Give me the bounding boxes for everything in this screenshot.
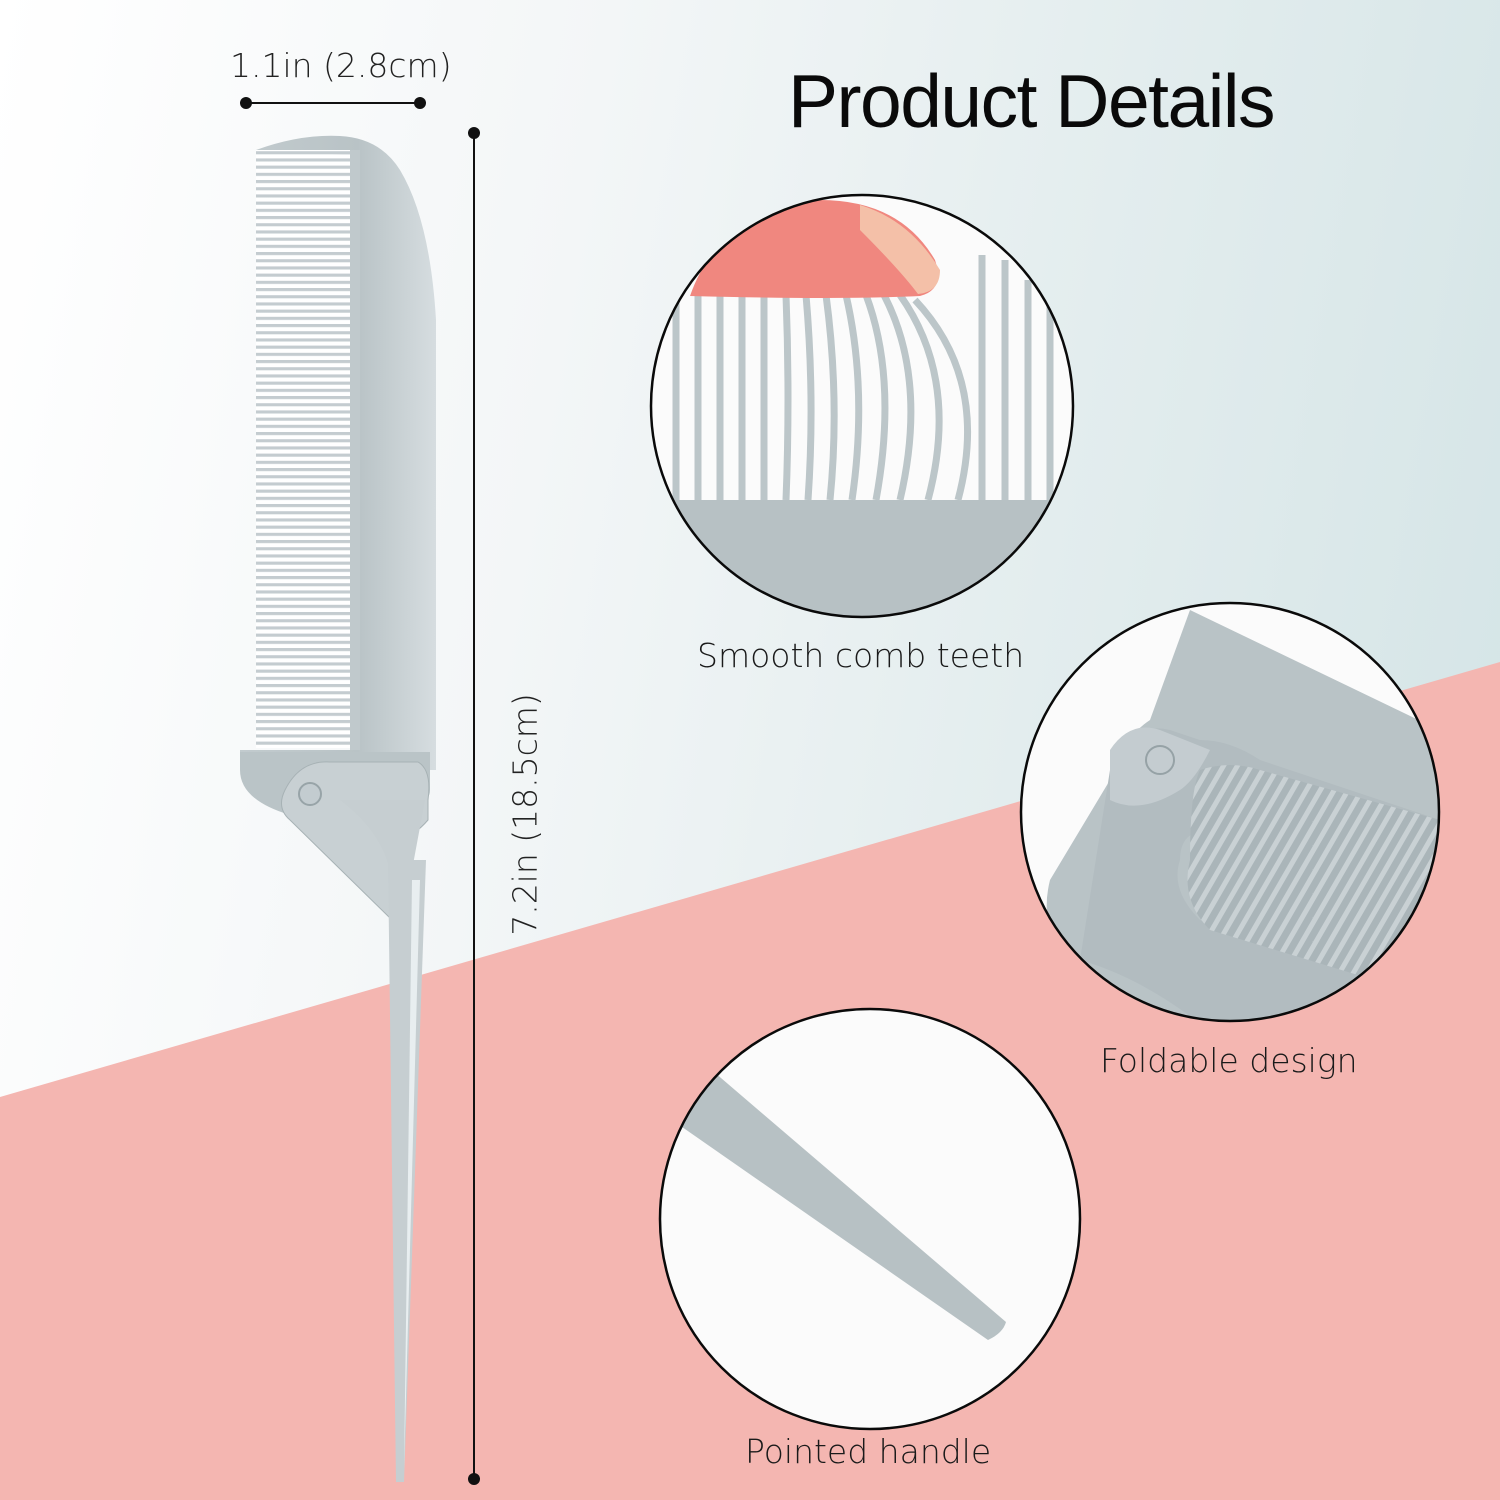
height-dimension-marker: [468, 127, 480, 1485]
caption-smooth-comb-teeth: Smooth comb teeth: [697, 636, 1025, 675]
feature-circle-pointed-handle: [658, 1007, 1082, 1431]
comb-illustration: [240, 135, 436, 1482]
feature-circle-comb-teeth: [649, 193, 1075, 619]
feature-circle-foldable: [1019, 601, 1441, 1023]
width-dimension-marker: [240, 97, 426, 109]
height-label: 7.2in (18.5cm): [505, 693, 545, 936]
caption-pointed-handle: Pointed handle: [745, 1432, 992, 1471]
caption-foldable-design: Foldable design: [1100, 1041, 1358, 1080]
width-label: 1.1in (2.8cm): [230, 46, 452, 85]
page-title: Product Details: [788, 59, 1276, 143]
